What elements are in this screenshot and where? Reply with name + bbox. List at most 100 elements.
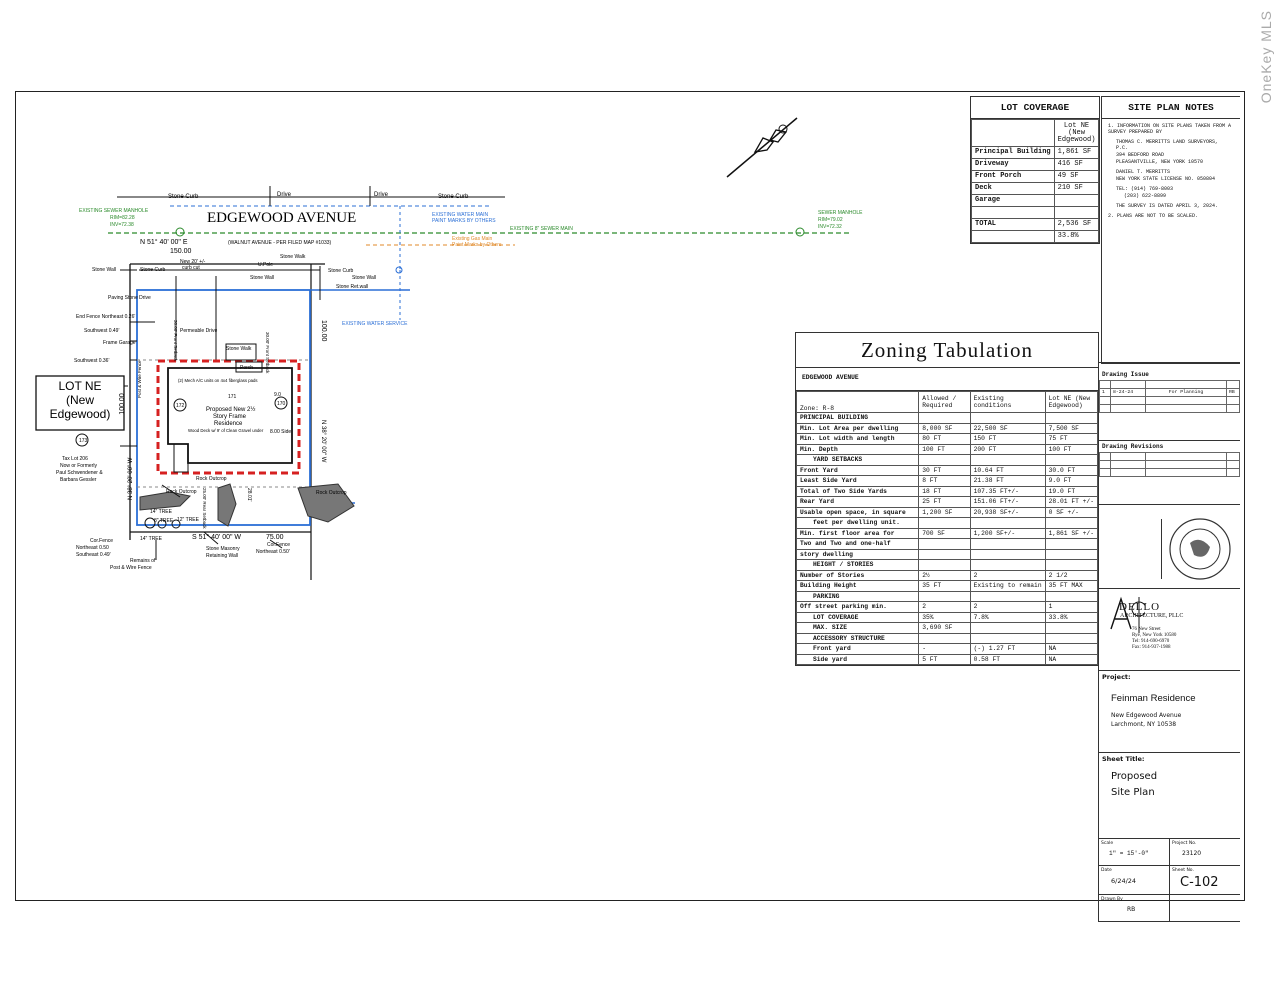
lot-coverage-value: 49 SF bbox=[1053, 170, 1100, 183]
zoning-lot bbox=[1044, 548, 1099, 560]
note-line: 394 BEDFORD ROAD bbox=[1116, 152, 1165, 158]
zoning-existing: 2 bbox=[969, 601, 1046, 613]
rock-outcrop-label: Rock Outcrop bbox=[316, 490, 347, 496]
zoning-existing: (-) 1.27 FT bbox=[969, 643, 1046, 655]
curb-cut-label: New 20' +/- bbox=[180, 259, 206, 265]
zoning-label: Least Side Yard bbox=[795, 475, 920, 487]
rock-outcrop bbox=[139, 491, 192, 511]
house-label-2: Story Frame bbox=[213, 414, 247, 420]
lot-coverage-value bbox=[1053, 206, 1100, 219]
rock-outcrop bbox=[217, 483, 237, 527]
lot-coverage-value: 210 SF bbox=[1053, 182, 1100, 195]
date-value: 6/24/24 bbox=[1111, 877, 1137, 885]
zoning-existing bbox=[969, 538, 1046, 550]
zoning-label: Min. Lot Area per dwelling bbox=[795, 422, 920, 434]
zoning-label: Front Yard bbox=[795, 464, 920, 476]
zone-header: Zone: R-8 bbox=[795, 391, 920, 413]
zoning-lot bbox=[1044, 559, 1099, 571]
water-main-note: PAINT MARKS BY OTHERS bbox=[432, 218, 496, 224]
project-no: 23120 bbox=[1182, 850, 1202, 857]
southwest-label: Southwest 0.36' bbox=[74, 358, 109, 364]
zoning-existing: Existing to remain bbox=[969, 580, 1046, 592]
fence-label-2: Northeast 0.50' bbox=[256, 549, 290, 555]
zoning-lot bbox=[1044, 622, 1099, 634]
lot-coverage-row bbox=[971, 206, 1100, 219]
ac-units-label: (2) Mech A/C units on 4x4 fiberglass pad… bbox=[178, 378, 258, 383]
note-line: DANIEL T. MERRITTS bbox=[1116, 169, 1171, 175]
lot-coverage-label: TOTAL bbox=[971, 218, 1055, 231]
zoning-street: EDGEWOOD AVENUE bbox=[796, 368, 1098, 391]
zoning-label: Number of Stories bbox=[795, 569, 920, 581]
rock-outcrop bbox=[297, 483, 355, 523]
stone-curb-label: Stone Curb bbox=[328, 268, 354, 274]
note-2: 2. PLANS ARE NOT TO BE SCALED. bbox=[1108, 213, 1199, 219]
owner-label: Now or Formerly bbox=[60, 463, 97, 469]
issue-no: 1 bbox=[1099, 388, 1111, 397]
street-name: EDGEWOOD AVENUE bbox=[207, 210, 356, 226]
retaining-wall-label: Stone Ret.wall bbox=[336, 284, 368, 290]
sheet-title: Proposed bbox=[1111, 771, 1158, 782]
zoning-allowed: 1,200 SF bbox=[918, 506, 971, 518]
southwest-label: Southwest 0.49' bbox=[84, 328, 119, 334]
zoning-label: LOT COVERAGE bbox=[795, 611, 920, 623]
masonry-label: Stone Masonry bbox=[206, 546, 240, 552]
side-dimension: 8.00 Side bbox=[270, 429, 291, 435]
zoning-lot bbox=[1044, 590, 1099, 602]
note-line: THOMAS C. MERRITTS LAND SURVEYORS, P.C. bbox=[1116, 139, 1219, 151]
zoning-allowed: 8 FT bbox=[918, 475, 971, 487]
lot-coverage-label: Front Porch bbox=[971, 170, 1055, 183]
right-distance: 100.00 bbox=[320, 320, 327, 342]
drawn-by-label: Drawn By bbox=[1101, 897, 1123, 902]
lot-label-2: (New bbox=[66, 393, 94, 407]
zoning-lot bbox=[1044, 412, 1099, 424]
lot-header: Lot NE (New Edgewood) bbox=[1044, 391, 1099, 413]
tree-icon bbox=[144, 517, 156, 529]
note-line: PLEASANTVILLE, NEW YORK 10570 bbox=[1116, 159, 1204, 165]
front-setback-label: 30.00' Front Setback bbox=[173, 320, 178, 362]
lot-coverage-value: 2,536 SF bbox=[1053, 218, 1100, 231]
drive-label: Drive bbox=[374, 192, 389, 198]
zoning-title: Zoning Tabulation bbox=[796, 333, 1098, 368]
project-name: Feinman Residence bbox=[1111, 693, 1196, 704]
zoning-existing: 2 bbox=[969, 569, 1046, 581]
zoning-label: Off street parking min. bbox=[795, 601, 920, 613]
zoning-lot: 35 FT MAX bbox=[1044, 580, 1099, 592]
issue-desc: For Planning bbox=[1145, 388, 1227, 397]
zoning-lot: 100 FT bbox=[1044, 443, 1099, 455]
zoning-label: Side yard bbox=[795, 653, 920, 665]
zoning-existing bbox=[969, 517, 1046, 529]
manhole-icon bbox=[795, 227, 805, 237]
zoning-allowed: 18 FT bbox=[918, 485, 971, 497]
gas-main-label: Existing Gas Main bbox=[452, 236, 493, 242]
zoning-label: Two and Two and one-half bbox=[795, 538, 920, 550]
tree-label: 12" TREE bbox=[177, 517, 200, 523]
site-plan-drawing: Stone Curb Drive Drive Stone Curb EXISTI… bbox=[35, 117, 863, 580]
zoning-allowed bbox=[918, 548, 971, 560]
zoning-label: Total of Two Side Yards bbox=[795, 485, 920, 497]
notes-title: SITE PLAN NOTES bbox=[1102, 97, 1240, 119]
zoning-row: story dwelling bbox=[795, 548, 1099, 560]
zoning-label: ACCESSORY STRUCTURE bbox=[795, 632, 920, 644]
stone-curb-label: Stone Curb bbox=[168, 194, 199, 200]
zoning-allowed bbox=[918, 632, 971, 644]
issue-by: RB bbox=[1226, 388, 1240, 397]
lot-coverage-value: 1,861 SF bbox=[1053, 146, 1100, 159]
paving-label: Paving Stone Drive bbox=[108, 295, 151, 301]
zoning-lot: 1 bbox=[1044, 601, 1099, 613]
left-bearing: N 38° 20' 00" W bbox=[128, 457, 134, 500]
zoning-existing: 0.58 FT bbox=[969, 653, 1046, 665]
zoning-allowed bbox=[918, 559, 971, 571]
zoning-tabulation: Zoning Tabulation EDGEWOOD AVENUE Zone: … bbox=[795, 332, 1099, 666]
zoning-allowed: 3,690 SF bbox=[918, 622, 971, 634]
permeable-drive-label: Permeable Drive bbox=[180, 328, 217, 334]
zoning-existing bbox=[969, 632, 1046, 644]
zoning-row: HEIGHT / STORIES bbox=[795, 559, 1099, 571]
lot-coverage-value bbox=[1053, 194, 1100, 207]
lot-coverage-value: 416 SF bbox=[1053, 158, 1100, 171]
